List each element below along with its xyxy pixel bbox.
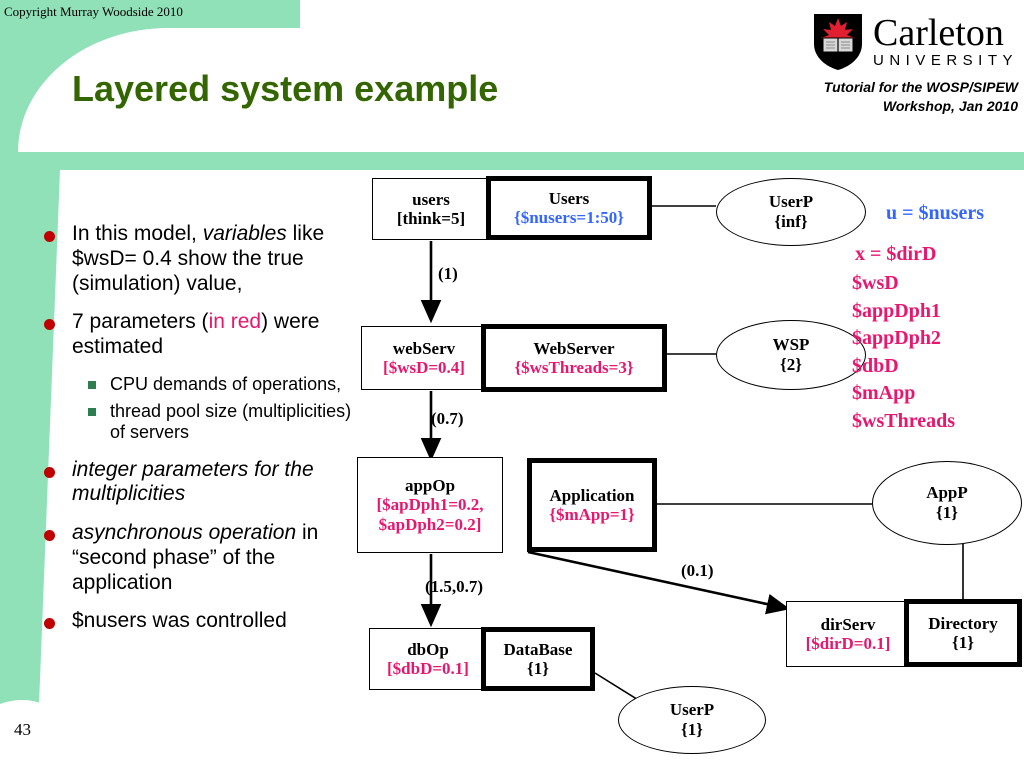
node-users-task[interactable]: Users {$nusers=1:50} [486, 176, 652, 240]
bullet-text: integer parameters for the multiplicitie… [72, 457, 314, 506]
node-users-task-line2: {$nusers=1:50} [514, 208, 624, 227]
node-directory-task-line1: Directory [928, 613, 998, 633]
node-appop-entry-line3: $apDph2=0.2] [378, 514, 482, 534]
bullet-item: $nusers was controlled [32, 609, 362, 634]
node-dirserv-entry[interactable]: dirServ [$dirD=0.1] [786, 601, 910, 667]
node-database-task-line1: DataBase [503, 639, 573, 659]
node-wsp[interactable]: WSP {2} [716, 320, 866, 390]
node-dbop-entry-line1: dbOp [407, 639, 449, 659]
variable-item: $wsThreads [852, 409, 955, 432]
bullet-item: 7 parameters (in red) were estimated [32, 310, 362, 360]
page-title: Layered system example [72, 68, 499, 109]
node-database-task[interactable]: DataBase {1} [481, 627, 595, 691]
bullet-text: 7 parameters (in red) were estimated [72, 310, 320, 359]
node-application-task-line1: Application [549, 485, 635, 505]
node-webserv-entry-line1: webServ [392, 338, 456, 358]
node-database-task-line2: {1} [527, 659, 549, 678]
variable-item: $appDph2 [852, 327, 941, 350]
node-application-task[interactable]: Application {$mApp=1} [527, 458, 657, 552]
node-directory-task-line2: {1} [952, 633, 974, 652]
arc-label-appop-dirserv: (0.1) [681, 561, 714, 580]
node-dirserv-entry-line2: [$dirD=0.1] [805, 634, 891, 653]
white-bottom-circle [0, 700, 84, 768]
node-directory-task[interactable]: Directory {1} [904, 599, 1022, 667]
variable-item: $mApp [852, 382, 916, 405]
node-users-entry-line2: [think=5] [396, 209, 466, 228]
bullet-item: integer parameters for the multiplicitie… [32, 458, 362, 508]
tutorial-caption-line2: Workshop, Jan 2010 [882, 97, 1018, 114]
arc-label-appop-dbop: (1.5,0.7) [425, 577, 484, 596]
bullet-text: $nusers was controlled [72, 609, 287, 633]
node-appop-entry-line2: [$apDph1=0.2, [376, 495, 484, 515]
carleton-wordmark: Carleton UNIVERSITY [873, 14, 1018, 68]
node-userp-inf[interactable]: UserP {inf} [716, 178, 866, 246]
node-appp-line2: {1} [936, 503, 958, 522]
node-dbop-entry-line2: [$dbD=0.1] [387, 659, 469, 678]
node-users-entry[interactable]: users [think=5] [372, 178, 490, 240]
arc-label-users-webserv: (1) [438, 264, 458, 283]
variable-item: $dbD [852, 354, 899, 377]
node-appp-line1: AppP [926, 482, 968, 502]
bullet-text: thread pool size (multiplicities) of ser… [110, 401, 352, 443]
note-x-equals: x = $dirD [855, 243, 937, 265]
tutorial-caption: Tutorial for the WOSP/SIPEW Workshop, Ja… [758, 78, 1018, 116]
sub-bullet-item: CPU demands of operations, [32, 374, 362, 395]
copyright-notice: Copyright Murray Woodside 2010 [4, 4, 183, 19]
node-webserv-entry[interactable]: webServ [$wsD=0.4] [361, 326, 487, 390]
node-wsp-line2: {2} [780, 355, 802, 374]
note-u-equals: u = $nusers [886, 202, 985, 224]
bullet-list: In this model, variables like $wsD= 0.4 … [32, 222, 362, 648]
node-appop-entry-line1: appOp [404, 476, 456, 496]
node-users-entry-line1: users [412, 189, 450, 209]
node-appp[interactable]: AppP {1} [872, 461, 1022, 545]
tutorial-caption-line1: Tutorial for the WOSP/SIPEW [823, 79, 1018, 95]
node-wsp-line1: WSP [772, 334, 810, 354]
brand-block: Carleton UNIVERSITY Tutorial for the WOS… [758, 10, 1018, 116]
variable-item: $wsD [852, 272, 899, 294]
carleton-shield-icon [813, 14, 862, 70]
node-userp-1[interactable]: UserP {1} [618, 686, 766, 754]
bullet-item: In this model, variables like $wsD= 0.4 … [32, 222, 362, 296]
bullet-text: CPU demands of operations, [110, 373, 342, 394]
node-application-task-line2: {$mApp=1} [549, 505, 635, 524]
green-divider-bar [0, 152, 1024, 170]
sub-bullet-item: thread pool size (multiplicities) of ser… [32, 401, 362, 443]
arc-label-webserv-appop: (0.7) [431, 409, 464, 428]
node-appop-entry[interactable]: appOp [$apDph1=0.2, $apDph2=0.2] [357, 457, 503, 553]
brand-name: Carleton [872, 12, 1004, 54]
slide-number: 43 [14, 720, 31, 739]
brand-subtitle: UNIVERSITY [872, 52, 1018, 69]
node-webserver-task-line2: {$wsThreads=3} [514, 358, 634, 377]
note-variable-list: $wsD $appDph1 $appDph2 $dbD $mApp $wsThr… [852, 270, 955, 436]
node-users-task-line1: Users [548, 188, 590, 208]
bullet-item: asynchronous operation in “second phase”… [32, 521, 362, 595]
node-dbop-entry[interactable]: dbOp [$dbD=0.1] [369, 628, 487, 690]
node-webserver-task[interactable]: WebServer {$wsThreads=3} [481, 324, 667, 392]
bullet-text: asynchronous operation in “second phase”… [72, 521, 319, 594]
node-userp-inf-line1: UserP [768, 191, 814, 211]
node-userp-inf-line2: {inf} [774, 212, 808, 231]
node-webserv-entry-line2: [$wsD=0.4] [383, 358, 465, 377]
node-dirserv-entry-line1: dirServ [820, 614, 876, 634]
node-userp-1-line2: {1} [681, 720, 703, 739]
node-webserver-task-line1: WebServer [533, 338, 615, 358]
bullet-text: In this model, variables like $wsD= 0.4 … [72, 222, 325, 295]
variable-item: $appDph1 [852, 299, 941, 322]
node-userp-1-line1: UserP [669, 699, 715, 719]
